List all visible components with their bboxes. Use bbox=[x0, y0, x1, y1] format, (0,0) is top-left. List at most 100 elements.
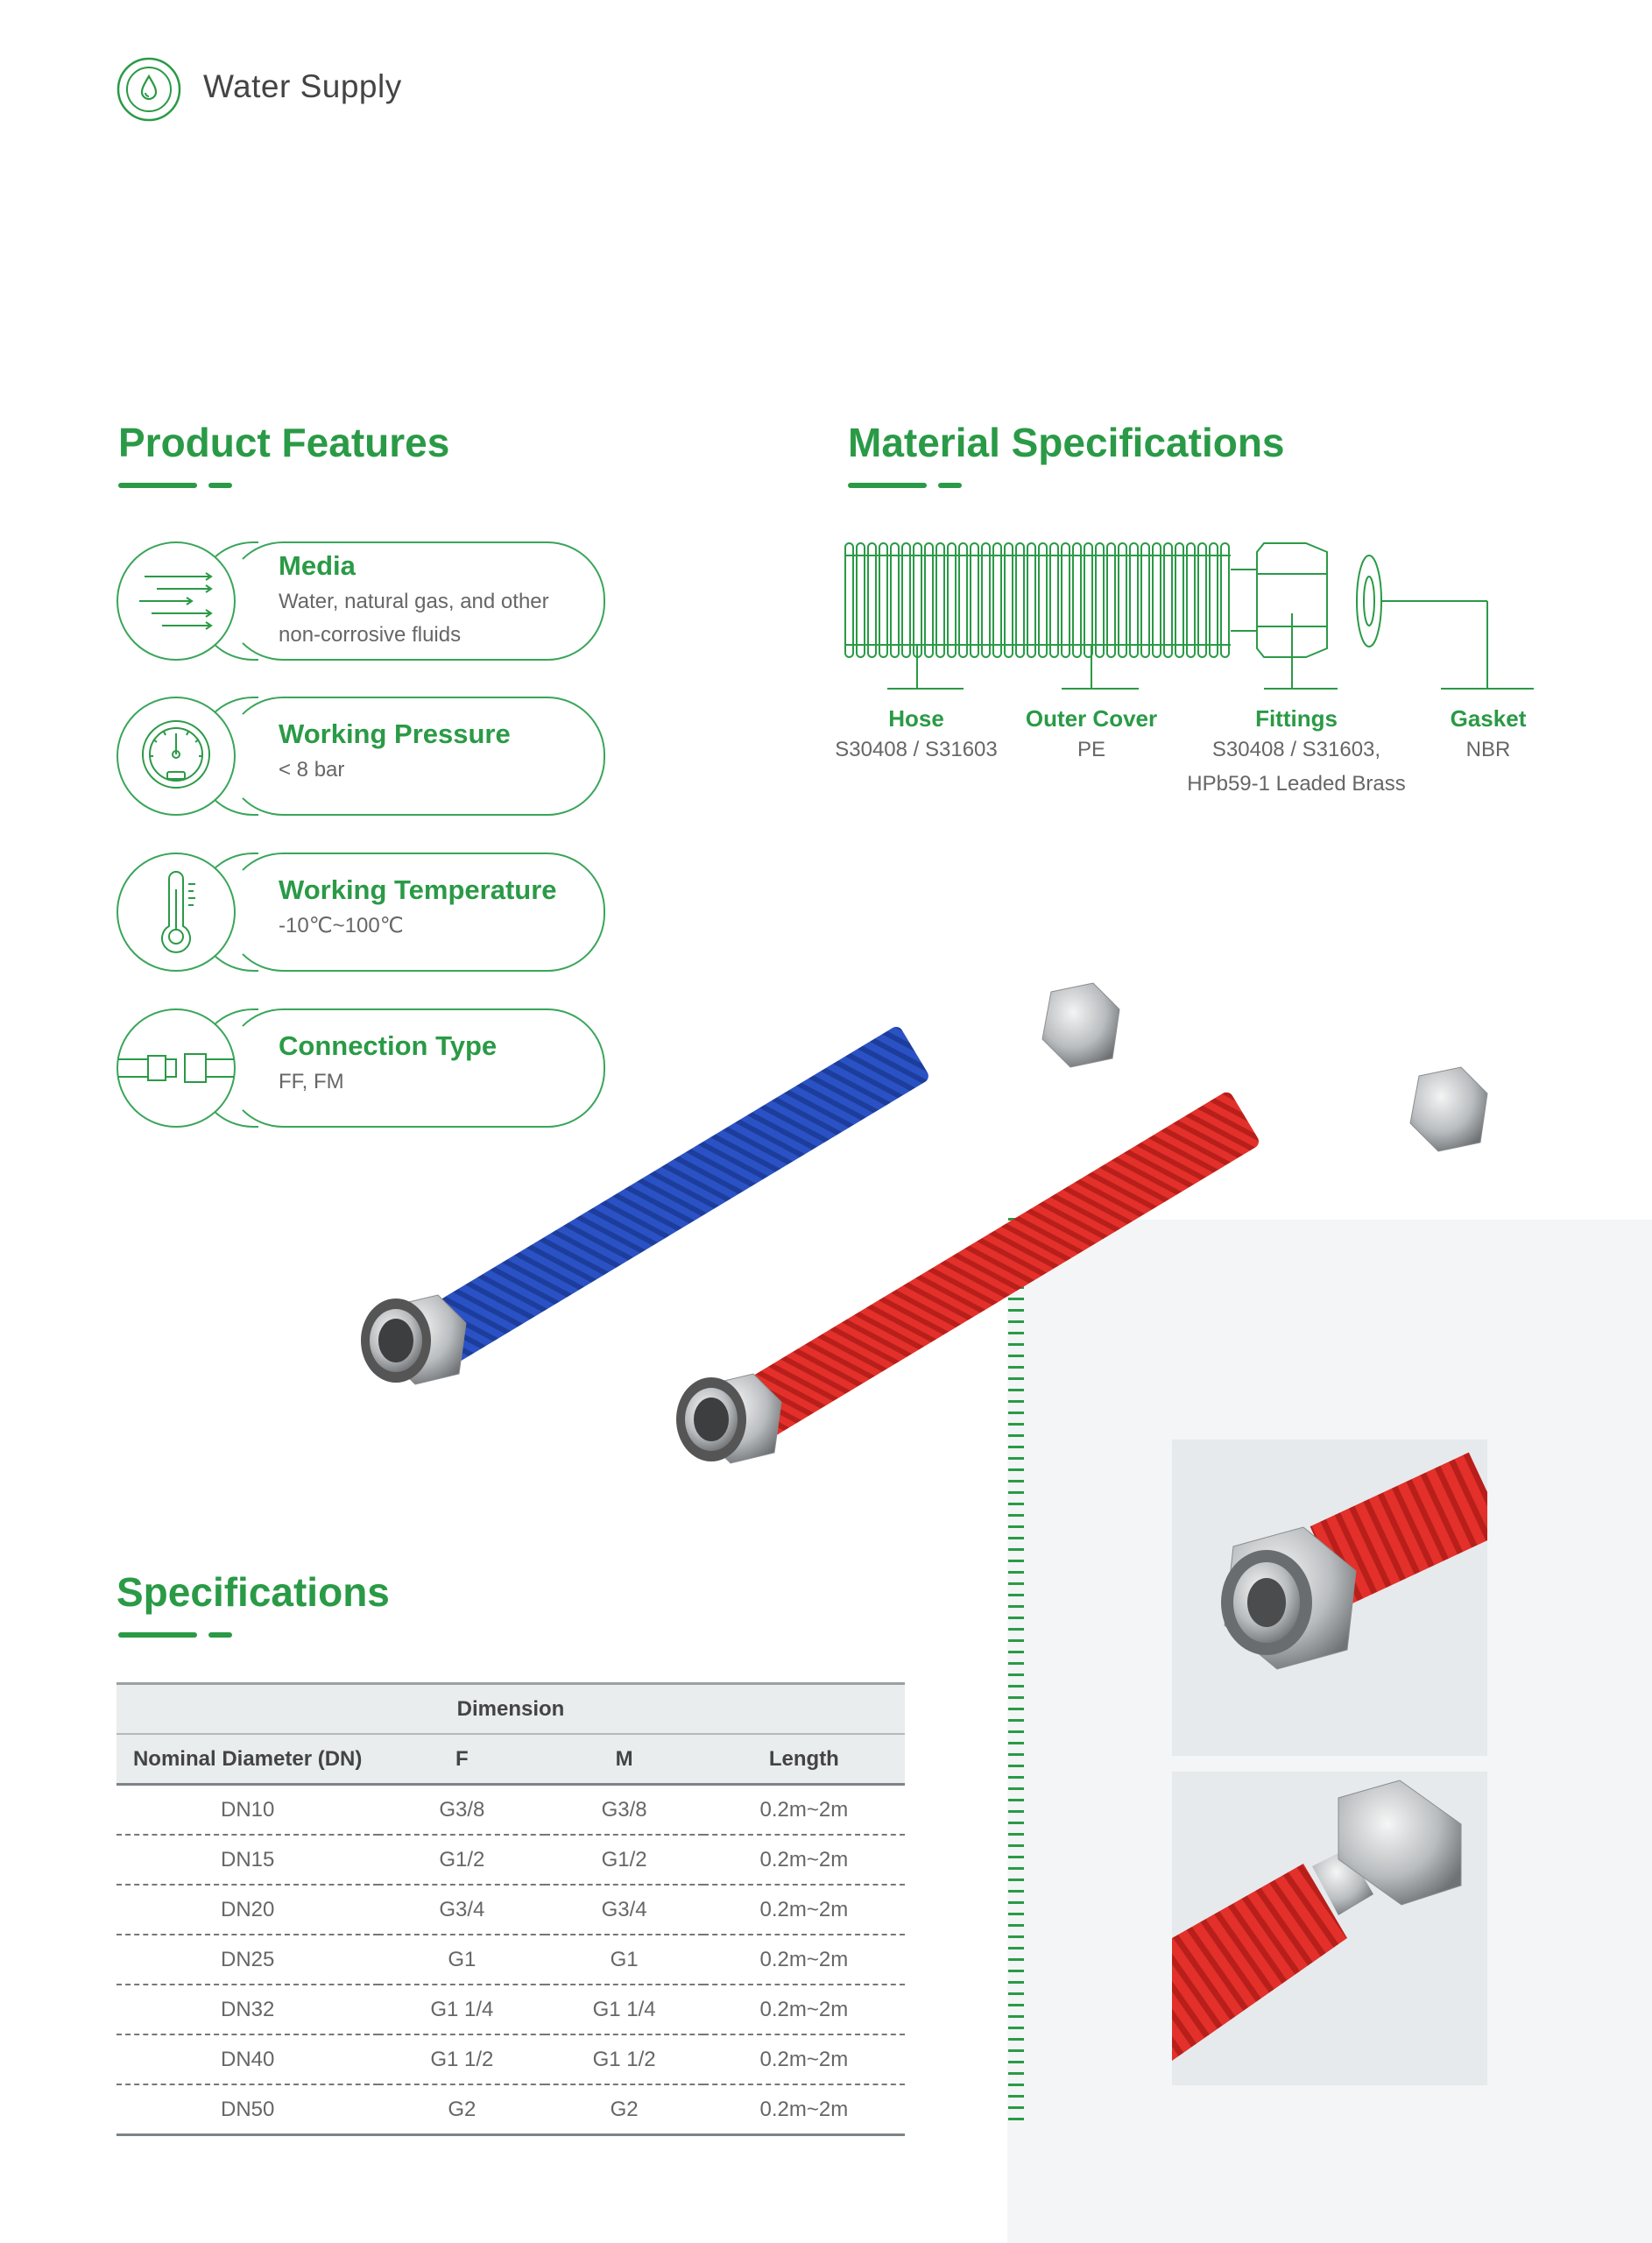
dashed-edge-decoration bbox=[1008, 1218, 1024, 2129]
feature-icon-circle bbox=[116, 1008, 236, 1128]
hose-rib bbox=[890, 542, 900, 658]
hose-rib bbox=[844, 542, 854, 658]
table-cell: DN25 bbox=[116, 1935, 379, 1985]
hose-rib bbox=[947, 542, 957, 658]
feature-desc-line: non-corrosive fluids bbox=[279, 623, 462, 647]
detail-photo-fitting-front bbox=[1172, 1440, 1487, 1756]
table-cell: G1 bbox=[545, 1935, 703, 1985]
table-group-header-row: Dimension bbox=[116, 1682, 905, 1735]
material-fittings-label: Fittings S30408 / S31603, HPb59-1 Leaded… bbox=[1165, 705, 1428, 801]
material-part-value: PE bbox=[1077, 738, 1105, 761]
specifications-table: Dimension Nominal Diameter (DN) F M Leng… bbox=[116, 1682, 905, 2136]
material-hose-label: Hose S30408 / S31603 bbox=[785, 705, 1048, 767]
table-cell: G3/8 bbox=[378, 1784, 546, 1836]
table-row: DN32 G1 1/4 G1 1/4 0.2m~2m bbox=[116, 1985, 905, 2035]
hose-rib bbox=[1072, 542, 1082, 658]
table-cell: G1 1/4 bbox=[545, 1985, 703, 2035]
hose-rib bbox=[1140, 542, 1150, 658]
thermometer-icon bbox=[161, 871, 195, 953]
table-cell: G1 1/4 bbox=[378, 1985, 546, 2035]
table-row: DN20 G3/4 G3/4 0.2m~2m bbox=[116, 1885, 905, 1935]
table-row: DN10 G3/8 G3/8 0.2m~2m bbox=[116, 1784, 905, 1836]
table-column-header: M bbox=[545, 1734, 703, 1786]
feature-media: Media Water, natural gas, and other non-… bbox=[116, 541, 605, 661]
hose-rib bbox=[1027, 542, 1036, 658]
table-cell: DN32 bbox=[116, 1985, 379, 2035]
table-cell: G1/2 bbox=[378, 1835, 546, 1886]
hose-rib bbox=[981, 542, 991, 658]
hose-rib bbox=[1197, 542, 1207, 658]
feature-icon-circle bbox=[116, 541, 236, 661]
hose-rib bbox=[1038, 542, 1048, 658]
table-column-header: F bbox=[378, 1734, 546, 1786]
hose-rib bbox=[1186, 542, 1196, 658]
hose-rib bbox=[1015, 542, 1025, 658]
material-part-name: Hose bbox=[888, 705, 944, 732]
hose-rib bbox=[867, 542, 877, 658]
material-specifications-title: Material Specifications bbox=[848, 420, 1285, 465]
feature-desc-line: FF, FM bbox=[279, 1070, 344, 1093]
hose-rib bbox=[935, 542, 945, 658]
table-cell: G1/2 bbox=[545, 1835, 703, 1886]
table-cell: G3/4 bbox=[378, 1885, 546, 1935]
material-specifications-underline bbox=[848, 483, 962, 488]
table-column-header: Length bbox=[702, 1734, 905, 1786]
hose-assembly-diagram bbox=[844, 542, 1534, 690]
material-part-value: NBR bbox=[1465, 738, 1511, 761]
table-cell: G1 bbox=[378, 1935, 546, 1985]
table-group-header: Dimension bbox=[116, 1682, 905, 1735]
hose-rib bbox=[1152, 542, 1161, 658]
specifications-underline bbox=[118, 1632, 232, 1638]
flow-lines-icon bbox=[139, 572, 213, 630]
hose-rib bbox=[1004, 542, 1013, 658]
page-header-title: Water Supply bbox=[203, 68, 402, 104]
table-column-header: Nominal Diameter (DN) bbox=[116, 1734, 379, 1786]
feature-working-pressure: Working Pressure < 8 bar bbox=[116, 697, 605, 816]
hose-rib bbox=[992, 542, 1002, 658]
table-cell: DN20 bbox=[116, 1885, 379, 1935]
material-part-value: S30408 / S31603, bbox=[1211, 738, 1381, 761]
hose-rib bbox=[1061, 542, 1070, 658]
hose-rib bbox=[913, 542, 922, 658]
hose-rib bbox=[856, 542, 865, 658]
hose-rib bbox=[958, 542, 968, 658]
hose-rib bbox=[1095, 542, 1105, 658]
material-part-name: Fittings bbox=[1255, 705, 1338, 732]
feature-title: Working Temperature bbox=[279, 874, 557, 905]
table-cell: 0.2m~2m bbox=[702, 1784, 905, 1836]
table-cell: G1 1/2 bbox=[545, 2034, 703, 2085]
table-cell: 0.2m~2m bbox=[702, 2034, 905, 2085]
hose-rib bbox=[1118, 542, 1127, 658]
table-cell: G3/4 bbox=[545, 1885, 703, 1935]
hose-rib bbox=[1175, 542, 1184, 658]
pipe-connector-icon bbox=[118, 1053, 234, 1083]
hose-rib bbox=[1220, 542, 1230, 658]
material-part-value: HPb59-1 Leaded Brass bbox=[1187, 772, 1406, 796]
table-cell: 0.2m~2m bbox=[702, 1985, 905, 2035]
water-drop-icon bbox=[116, 57, 181, 122]
feature-desc-line: -10℃~100℃ bbox=[279, 914, 404, 938]
material-outer-cover-label: Outer Cover PE bbox=[960, 705, 1223, 767]
table-cell: G2 bbox=[378, 2084, 546, 2136]
hose-rib bbox=[1129, 542, 1139, 658]
hose-rib bbox=[1106, 542, 1116, 658]
table-cell: 0.2m~2m bbox=[702, 1935, 905, 1985]
material-part-name: Outer Cover bbox=[1025, 705, 1158, 732]
material-part-name: Gasket bbox=[1450, 705, 1527, 732]
hose-rib bbox=[1049, 542, 1059, 658]
product-features-underline bbox=[118, 483, 232, 488]
hose-rib bbox=[879, 542, 888, 658]
hose-rib bbox=[901, 542, 911, 658]
pressure-gauge-icon bbox=[142, 720, 210, 789]
feature-desc-line: Water, natural gas, and other bbox=[279, 590, 549, 613]
material-part-value: S30408 / S31603 bbox=[835, 738, 998, 761]
table-cell: DN40 bbox=[116, 2034, 379, 2085]
table-row: DN15 G1/2 G1/2 0.2m~2m bbox=[116, 1835, 905, 1886]
table-header-row: Nominal Diameter (DN) F M Length bbox=[116, 1734, 905, 1786]
feature-title: Working Pressure bbox=[279, 718, 511, 749]
feature-icon-circle bbox=[116, 853, 236, 972]
feature-working-temperature: Working Temperature -10℃~100℃ bbox=[116, 853, 605, 972]
table-cell: DN10 bbox=[116, 1784, 379, 1836]
hose-rib bbox=[924, 542, 934, 658]
detail-photo-fitting-side bbox=[1172, 1772, 1487, 2085]
